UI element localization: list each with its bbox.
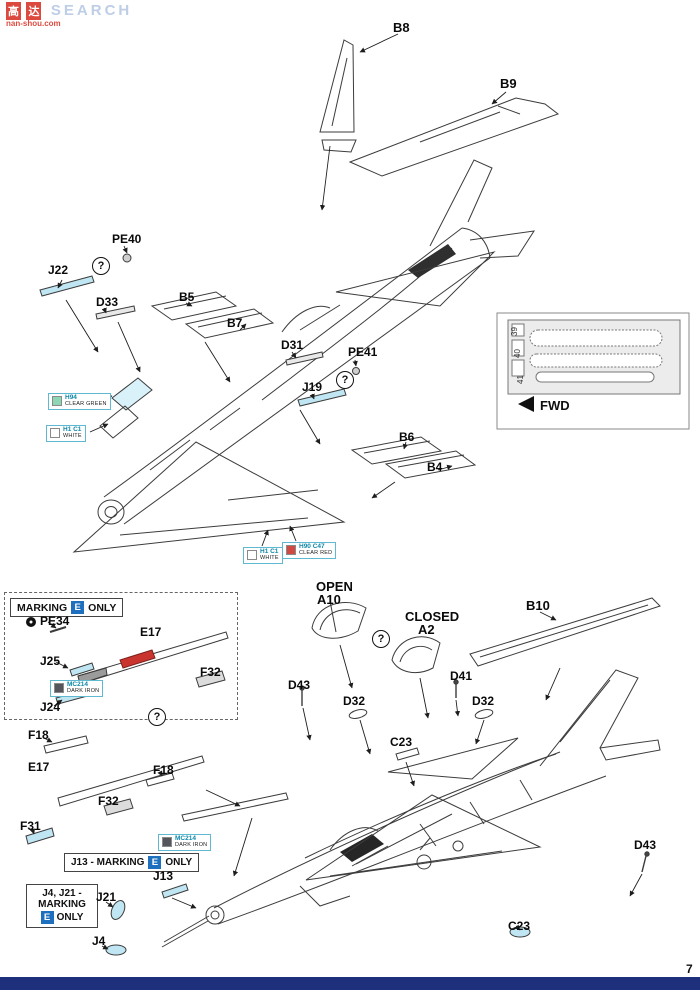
part-label-j21: J21 (96, 890, 117, 904)
part-label-f18: F18 (153, 763, 174, 777)
part-label-j13: J13 (153, 869, 174, 883)
part-label-e17: E17 (140, 625, 162, 639)
paint-swatch (162, 837, 172, 848)
part-label-j22: J22 (48, 263, 69, 277)
part-label-f31: F31 (20, 819, 41, 833)
marking-e-only-header: MARKING E ONLY (10, 598, 124, 617)
page-number: 7 (686, 962, 693, 976)
part-label-b7: B7 (227, 316, 243, 330)
part-label-c23: C23 (508, 919, 531, 933)
part-label-a10: A10 (317, 592, 341, 607)
inset-drawing: FWD 39 40 41 (496, 312, 690, 430)
watermark-logo-glyph: 达 (26, 2, 42, 20)
part-label-d43: D43 (634, 838, 657, 852)
top-assembly-drawing (39, 39, 560, 553)
question-mark-icon: ? (92, 257, 110, 275)
watermark-site-url: nan-shou.com (6, 19, 61, 28)
part-label-e17: E17 (28, 760, 50, 774)
part-label-j19: J19 (302, 380, 323, 394)
question-mark-icon: ? (372, 630, 390, 648)
part-label-d32: D32 (472, 694, 495, 708)
paint-swatch (54, 683, 64, 694)
part-label-j25: J25 (40, 654, 61, 668)
marking-e-badge: E (148, 856, 162, 869)
footer-bar (0, 977, 700, 990)
j4-j21-marking-e-box: J4, J21 - MARKING E ONLY (26, 884, 98, 928)
part-label-d31: D31 (281, 338, 304, 352)
canopy-open-label: OPEN (316, 579, 353, 594)
part-label-f32: F32 (200, 665, 221, 679)
part-label-d33: D33 (96, 295, 119, 309)
part-label-c23: C23 (390, 735, 413, 749)
part-label-d41: D41 (450, 669, 473, 683)
fret-number-40: 40 (513, 349, 522, 358)
question-mark-icon: ? (336, 371, 354, 389)
fwd-label: FWD (540, 398, 570, 413)
part-label-j4: J4 (92, 934, 106, 948)
part-label-f18: F18 (28, 728, 49, 742)
part-label-a2: A2 (418, 622, 435, 637)
part-label-pe40: PE40 (112, 232, 142, 246)
canopy-closed-label: CLOSED (405, 609, 460, 624)
part-label-d32: D32 (343, 694, 366, 708)
paint-swatch (50, 428, 60, 439)
paint-swatch (52, 396, 62, 407)
fwd-arrow-icon (518, 396, 534, 412)
bottom-leader-lines (29, 611, 643, 950)
part-label-f32: F32 (98, 794, 119, 808)
part-label-pe34: PE34 (40, 614, 70, 628)
part-label-b10: B10 (526, 598, 550, 613)
marking-e-region (4, 592, 238, 720)
j13-marking-e-box: J13 - MARKING E ONLY (64, 853, 200, 872)
part-label-b5: B5 (179, 290, 195, 304)
watermark-logo-glyph: 高 (6, 2, 21, 20)
question-mark-icon: ? (148, 708, 166, 726)
part-label-pe41: PE41 (348, 345, 378, 359)
watermark-search-text: SEARCH (50, 2, 133, 20)
paint-swatch (286, 545, 296, 556)
paint-swatch (247, 550, 257, 561)
fret-number-39: 39 (510, 327, 519, 336)
top-leader-lines (57, 33, 507, 547)
part-label-b8: B8 (393, 20, 410, 35)
marking-e-badge: E (40, 911, 54, 924)
fret-number-41: 41 (516, 375, 525, 384)
part-label-d43: D43 (288, 678, 311, 692)
red-part (119, 649, 156, 669)
part-label-j24: J24 (40, 700, 61, 714)
part-label-b6: B6 (399, 430, 415, 444)
part-label-b4: B4 (427, 460, 443, 474)
marking-e-badge: E (71, 601, 85, 614)
part-label-b9: B9 (500, 76, 517, 91)
watermark: 高 达 SEARCH nan-shou.com (6, 2, 132, 28)
